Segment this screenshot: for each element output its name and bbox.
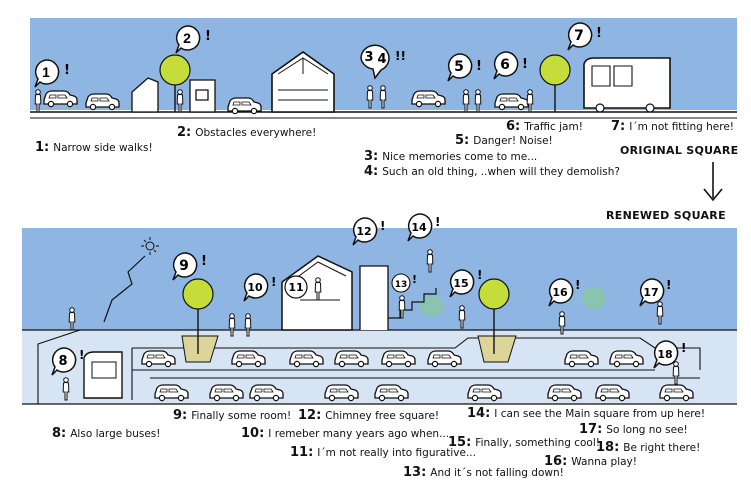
svg-text:!: ! — [596, 26, 602, 41]
arrow-down-icon — [703, 162, 723, 202]
planter — [477, 335, 517, 363]
bush — [420, 296, 444, 316]
svg-text:!: ! — [476, 59, 482, 74]
svg-text:2: 2 — [183, 30, 191, 46]
bubble-17: 17 ! — [639, 278, 671, 307]
bus-icon — [583, 57, 671, 109]
svg-text:!: ! — [522, 57, 528, 72]
tree-icon — [539, 54, 571, 86]
renewed-square-heading: RENEWED SQUARE — [606, 209, 726, 222]
svg-text:!: ! — [412, 273, 417, 286]
svg-text:14: 14 — [411, 221, 427, 234]
bus-icon — [83, 351, 123, 399]
svg-text:5: 5 — [454, 59, 464, 75]
stairs — [388, 288, 437, 319]
svg-text:!: ! — [575, 278, 580, 292]
comment-17: 17:So long no see! — [579, 422, 688, 437]
obstacle-building — [131, 77, 159, 113]
comment-15: 15:Finally, something cool! — [448, 435, 600, 450]
comment-1: 1:Narrow side walks! — [35, 140, 153, 155]
ramp-path — [103, 255, 146, 323]
comment-4: 4:Such an old thing, ..when will they de… — [364, 164, 620, 179]
comment-12: 12:Chimney free square! — [298, 408, 440, 423]
bubble-18: 18 ! — [653, 340, 686, 369]
svg-text:!: ! — [201, 254, 207, 269]
comment-18: 18:Be right there! — [596, 440, 701, 455]
bubble-5: 5 ! — [447, 53, 482, 82]
comment-8: 8:Also large buses! — [52, 426, 161, 441]
bubble-13: 13 ! — [391, 273, 417, 293]
svg-text:!: ! — [79, 348, 84, 362]
svg-text:13: 13 — [395, 280, 408, 290]
underground-walls — [37, 329, 701, 404]
svg-text:12: 12 — [356, 225, 371, 238]
svg-text:15: 15 — [453, 277, 468, 290]
bubble-15: 15 ! — [449, 268, 482, 298]
svg-text:9: 9 — [179, 258, 189, 274]
svg-text:1: 1 — [42, 64, 50, 80]
bubble-10: 10 ! — [243, 273, 276, 302]
bubble-3-4: 3 4 !! — [360, 44, 406, 80]
svg-text:11: 11 — [288, 281, 303, 294]
comment-3: 3:Nice memories come to me... — [364, 149, 538, 164]
comment-6: 6:Traffic jam! — [506, 119, 583, 134]
original-square-heading: ORIGINAL SQUARE — [620, 144, 739, 157]
svg-text:!: ! — [681, 341, 686, 355]
bubble-7: 7 ! — [567, 22, 602, 51]
comment-5: 5:Danger! Noise! — [455, 133, 553, 148]
svg-text:18: 18 — [657, 348, 672, 361]
comment-9: 9:Finally some room! — [173, 408, 292, 423]
planter — [181, 335, 219, 363]
svg-text:10: 10 — [247, 281, 263, 294]
comment-16: 16:Wanna play! — [544, 454, 637, 469]
bubble-11: 11 — [284, 275, 308, 299]
svg-text:!: ! — [64, 63, 70, 78]
bush — [582, 287, 606, 309]
bubble-2: 2 ! — [175, 25, 211, 54]
svg-text:3: 3 — [364, 50, 373, 65]
kiosk — [189, 79, 216, 113]
chimney-tower — [359, 265, 389, 330]
svg-text:8: 8 — [58, 354, 67, 369]
comment-10: 10:I remeber many years ago when... — [241, 426, 450, 441]
bubble-8: 8 ! — [51, 347, 84, 376]
tree-icon — [182, 278, 214, 310]
bubble-6: 6 ! — [493, 51, 528, 80]
svg-text:!: ! — [666, 278, 671, 292]
svg-text:6: 6 — [500, 57, 510, 73]
svg-text:4: 4 — [377, 52, 386, 67]
sun-icon — [141, 237, 159, 255]
svg-text:16: 16 — [552, 286, 568, 299]
bubble-14: 14 ! — [407, 213, 440, 242]
svg-text:17: 17 — [643, 286, 658, 299]
svg-text:!!: !! — [395, 49, 406, 63]
svg-text:!: ! — [435, 215, 440, 229]
svg-text:!: ! — [205, 29, 211, 44]
svg-text:!: ! — [477, 268, 482, 282]
comment-13: 13:And it´s not falling down! — [403, 465, 564, 480]
tree-icon — [478, 278, 510, 310]
comment-2: 2:Obstacles everywhere! — [177, 125, 317, 140]
comment-14: 14:I can see the Main square from up her… — [467, 406, 706, 421]
comment-11: 11:I´m not really into figurative... — [290, 445, 476, 460]
bubble-12: 12 ! — [352, 217, 385, 246]
svg-text:!: ! — [380, 219, 385, 233]
bubble-9: 9 ! — [172, 252, 207, 281]
bubble-1: 1 ! — [34, 59, 70, 88]
bubble-16: 16 ! — [548, 278, 580, 307]
svg-text:7: 7 — [574, 28, 584, 44]
comment-7: 7:I´m not fitting here! — [611, 119, 734, 134]
original-ground — [30, 110, 737, 119]
tree-icon — [159, 54, 191, 86]
old-house — [271, 51, 335, 113]
svg-text:!: ! — [271, 275, 276, 289]
